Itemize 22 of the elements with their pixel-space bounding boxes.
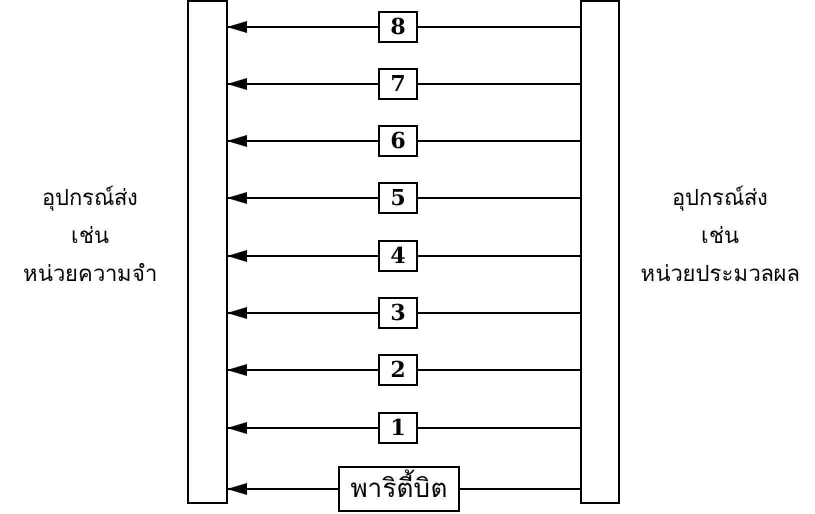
bit-box: 4	[378, 240, 418, 272]
device-bar	[187, 0, 228, 504]
arrow	[227, 307, 378, 319]
arrow	[227, 192, 378, 204]
arrow	[227, 364, 378, 376]
bit-box: 2	[378, 354, 418, 386]
arrow	[227, 21, 378, 33]
arrow	[227, 135, 378, 147]
bit-box: 1	[378, 412, 418, 444]
device-caption: อุปกรณ์ส่ง เช่น หน่วยความจำ	[22, 184, 158, 289]
arrow	[227, 483, 338, 495]
device-caption: อุปกรณ์ส่ง เช่น หน่วยประมวลผล	[640, 184, 800, 289]
arrow	[227, 422, 378, 434]
arrow	[227, 78, 378, 90]
bit-box: 6	[378, 125, 418, 157]
bit-box: 3	[378, 297, 418, 329]
bit-box: 7	[378, 68, 418, 100]
bit-box: 5	[378, 182, 418, 214]
arrow	[227, 250, 378, 262]
device-bar	[580, 0, 620, 504]
bit-box: 8	[378, 11, 418, 43]
bit-box: พาริตี้บิต	[338, 466, 460, 512]
